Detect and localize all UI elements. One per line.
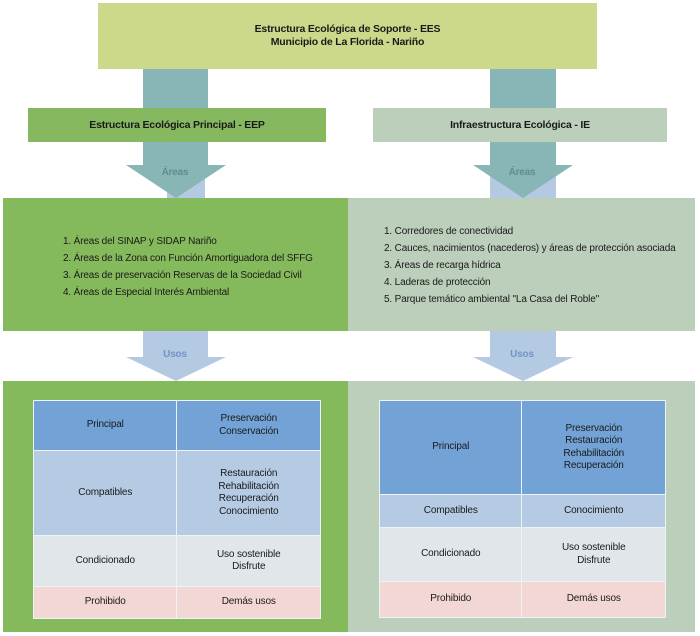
root-title-line1: Estructura Ecológica de Soporte - EES bbox=[254, 23, 441, 35]
areas-arrow-eep bbox=[126, 142, 226, 198]
connector-ie bbox=[490, 69, 556, 108]
uses-row-condicionado: Condicionado Uso sostenible Disfrute bbox=[32, 535, 321, 587]
uses-values: Demás usos bbox=[176, 586, 321, 619]
area-item: 3. Áreas de preservación Reservas de la … bbox=[63, 270, 302, 281]
areas-list-eep: 1. Áreas del SINAP y SIDAP Nariño 2. Áre… bbox=[63, 233, 313, 301]
uses-values: Restauración Rehabilitación Recuperación… bbox=[176, 450, 321, 536]
usos-arrow-ie bbox=[473, 331, 573, 381]
use-value: Disfrute bbox=[232, 561, 266, 572]
arrow-head bbox=[126, 142, 226, 198]
uses-row-condicionado: Condicionado Uso sostenible Disfrute bbox=[378, 527, 666, 582]
use-value: Rehabilitación bbox=[218, 480, 280, 492]
usos-arrow-label-eep: Usos bbox=[163, 349, 187, 360]
root-title-line2: Municipio de La Florida - Nariño bbox=[270, 36, 425, 48]
uses-row-prohibido: Prohibido Demás usos bbox=[32, 586, 321, 619]
use-value: Disfrute bbox=[577, 554, 611, 566]
uses-category: Compatibles bbox=[32, 450, 178, 536]
arrow-shape bbox=[473, 331, 573, 381]
areas-arrow-label-eep: Áreas bbox=[161, 167, 189, 178]
area-item: 2. Cauces, nacimientos (nacederos) y áre… bbox=[384, 243, 676, 254]
use-value: Demás usos bbox=[566, 593, 621, 605]
uses-category: Prohibido bbox=[378, 581, 523, 618]
uses-category: Principal bbox=[378, 400, 523, 495]
usos-arrow-eep bbox=[126, 331, 226, 381]
branch-title-eep: Estructura Ecológica Principal - EEP bbox=[89, 119, 265, 131]
area-item: 4. Laderas de protección bbox=[384, 277, 491, 288]
use-value: Conocimiento bbox=[564, 504, 624, 516]
uses-values: Demás usos bbox=[521, 581, 666, 618]
area-item: 1. Áreas del SINAP y SIDAP Nariño bbox=[63, 236, 217, 247]
use-value: Restauración bbox=[220, 468, 278, 479]
branch-node-eep: Estructura Ecológica Principal - EEP bbox=[28, 108, 326, 142]
use-value: Preservación bbox=[220, 413, 278, 424]
uses-category: Principal bbox=[32, 400, 178, 451]
use-value: Preservación bbox=[565, 422, 623, 434]
use-value: Restauración bbox=[565, 435, 623, 446]
uses-row-compatibles: Compatibles Conocimiento bbox=[378, 494, 666, 528]
uses-category: Condicionado bbox=[32, 535, 178, 587]
uses-row-principal: Principal Preservación Conservación bbox=[32, 400, 321, 451]
uses-table-ie: Principal Preservación Restauración Reha… bbox=[378, 400, 666, 618]
areas-arrow-ie bbox=[473, 142, 573, 198]
area-item: 2. Áreas de la Zona con Función Amortigu… bbox=[63, 253, 313, 264]
use-value: Conocimiento bbox=[219, 505, 279, 517]
branch-node-ie: Infraestructura Ecológica - IE bbox=[373, 108, 667, 142]
area-item: 5. Parque temático ambiental "La Casa de… bbox=[384, 294, 600, 305]
usos-arrow-label-ie: Usos bbox=[510, 349, 534, 360]
areas-panel-eep: 1. Áreas del SINAP y SIDAP Nariño 2. Áre… bbox=[3, 198, 348, 331]
use-value: Demás usos bbox=[221, 596, 276, 608]
areas-panel-ie: 1. Corredores de conectividad 2. Cauces,… bbox=[348, 198, 695, 331]
use-value: Recuperación bbox=[218, 493, 279, 504]
use-value: Uso sostenible bbox=[216, 548, 281, 560]
arrow-head bbox=[473, 142, 573, 198]
uses-row-compatibles: Compatibles Restauración Rehabilitación … bbox=[32, 450, 321, 536]
uses-values: Uso sostenible Disfrute bbox=[176, 535, 321, 587]
uses-category: Condicionado bbox=[378, 527, 523, 582]
uses-row-prohibido: Prohibido Demás usos bbox=[378, 581, 666, 618]
areas-arrow-label-ie: Áreas bbox=[508, 167, 536, 178]
use-value: Uso sostenible bbox=[561, 542, 626, 553]
uses-table-eep: Principal Preservación Conservación Comp… bbox=[32, 400, 321, 619]
areas-list-ie: 1. Corredores de conectividad 2. Cauces,… bbox=[384, 223, 676, 308]
uses-category: Compatibles bbox=[378, 494, 523, 528]
area-item: 4. Áreas de Especial Interés Ambiental bbox=[63, 287, 230, 298]
use-value: Conservación bbox=[219, 425, 279, 437]
use-value: Rehabilitación bbox=[563, 447, 625, 459]
use-value: Recuperación bbox=[563, 460, 624, 471]
uses-values: Conocimiento bbox=[521, 494, 666, 528]
uses-values: Preservación Conservación bbox=[176, 400, 321, 451]
area-item: 3. Áreas de recarga hídrica bbox=[384, 260, 501, 271]
uses-row-principal: Principal Preservación Restauración Reha… bbox=[378, 400, 666, 495]
uses-values: Uso sostenible Disfrute bbox=[521, 527, 666, 582]
area-item: 1. Corredores de conectividad bbox=[384, 226, 514, 237]
connector-eep bbox=[143, 69, 208, 108]
root-node-ees: Estructura Ecológica de Soporte - EES Mu… bbox=[98, 3, 597, 69]
branch-title-ie: Infraestructura Ecológica - IE bbox=[450, 119, 590, 131]
uses-values: Preservación Restauración Rehabilitación… bbox=[521, 400, 666, 495]
uses-category: Prohibido bbox=[32, 586, 178, 619]
arrow-shape bbox=[126, 331, 226, 381]
